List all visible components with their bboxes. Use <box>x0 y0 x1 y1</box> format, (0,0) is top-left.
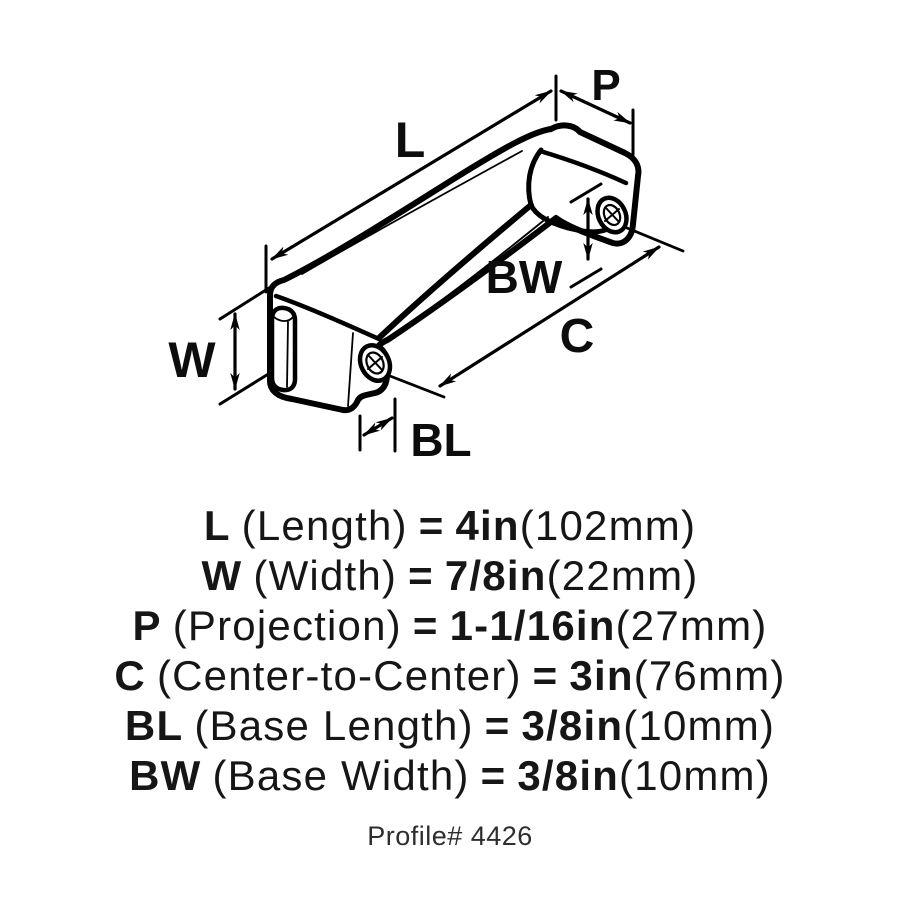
label-width: W <box>168 332 216 388</box>
dim-line-L <box>270 89 553 261</box>
spec-value: 3/8in <box>521 702 624 749</box>
right-screw-icon <box>595 195 629 235</box>
spec-row-width: W(Width)=7/8in(22mm) <box>0 551 900 601</box>
spec-name: (Base Length) <box>194 702 474 749</box>
spec-equals: = <box>408 552 434 599</box>
label-center-to-center: C <box>560 310 595 363</box>
spec-metric: (10mm) <box>623 702 776 749</box>
spec-value: 3/8in <box>517 752 620 799</box>
spec-equals: = <box>532 652 559 699</box>
mounting-peg <box>269 305 298 393</box>
dim-tick <box>218 371 272 406</box>
spec-equals: = <box>418 502 445 549</box>
spec-code: BW <box>129 752 202 799</box>
left-base-face-line <box>347 332 354 407</box>
mounting-peg-detail <box>272 315 294 388</box>
spec-equals: = <box>480 752 507 799</box>
spec-value: 4in <box>455 502 520 549</box>
spec-equals: = <box>412 602 439 649</box>
label-length: L <box>395 112 426 168</box>
spec-code: P <box>132 602 162 649</box>
spec-name: (Center-to-Center) <box>156 652 522 699</box>
spec-value: 7/8in <box>444 552 547 599</box>
spec-row-base-width: BW(Base Width)=3/8in(10mm) <box>0 751 900 801</box>
spec-row-projection: P(Projection)=1-1/16in(27mm) <box>0 601 900 651</box>
spec-equals: = <box>484 702 511 749</box>
spec-list: L(Length)=4in(102mm) W(Width)=7/8in(22mm… <box>0 501 900 801</box>
dim-line-BL <box>362 416 394 437</box>
left-base-ridge <box>273 293 382 342</box>
spec-name: (Width) <box>253 552 398 599</box>
spec-row-length: L(Length)=4in(102mm) <box>0 501 900 551</box>
spec-metric: (27mm) <box>615 602 768 649</box>
spec-metric: (76mm) <box>633 652 786 699</box>
spec-metric: (102mm) <box>519 502 697 549</box>
extension-line <box>388 374 446 399</box>
spec-value: 3in <box>569 652 634 699</box>
spec-metric: (10mm) <box>619 752 771 799</box>
spec-name: (Length) <box>241 502 408 549</box>
dimension-annotations <box>218 74 685 453</box>
spec-code: L <box>203 502 231 549</box>
dim-tick <box>218 286 271 321</box>
spec-row-center-to-center: C(Center-to-Center)=3in(76mm) <box>0 651 900 701</box>
label-base-width: BW <box>486 251 563 303</box>
spec-code: BL <box>124 702 184 749</box>
spec-code: C <box>114 652 146 699</box>
label-base-length: BL <box>410 414 471 466</box>
spec-code: W <box>201 552 243 599</box>
profile-number: Profile# 4426 <box>367 821 533 851</box>
extension-line <box>625 226 685 253</box>
dim-tick <box>569 267 603 289</box>
spec-metric: (22mm) <box>546 552 699 599</box>
spec-row-base-length: BL(Base Length)=3/8in(10mm) <box>0 701 900 751</box>
dim-line-P <box>559 89 632 125</box>
spec-name: (Projection) <box>172 602 402 649</box>
spec-value: 1-1/16in <box>449 602 616 649</box>
dim-tick <box>569 182 603 204</box>
left-screw-icon <box>357 343 393 383</box>
dim-line-C <box>438 245 661 388</box>
label-projection: P <box>591 61 620 110</box>
spec-name: (Base Width) <box>212 752 470 799</box>
